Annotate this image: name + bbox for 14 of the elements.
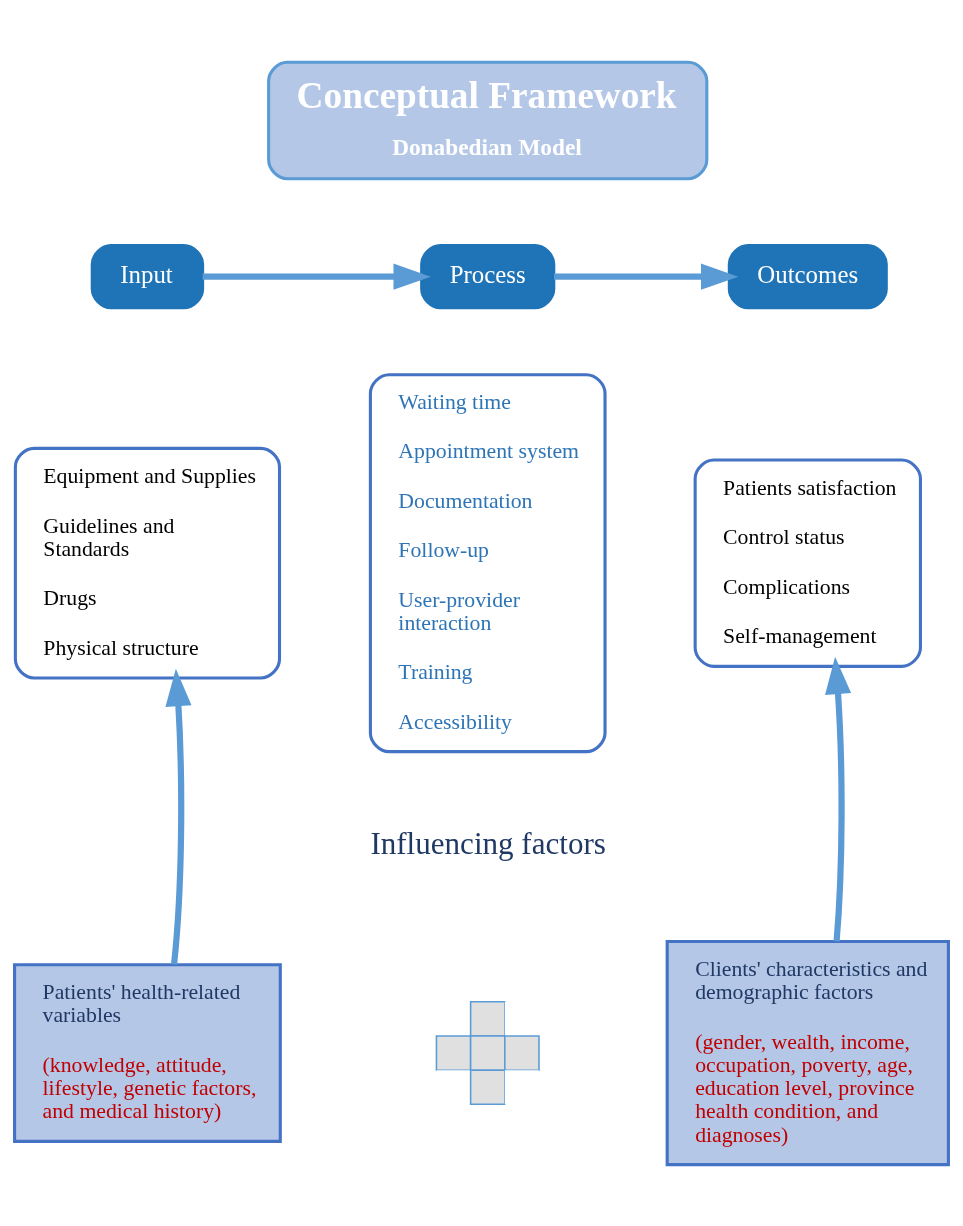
label: Influencing factors <box>370 825 606 861</box>
node-box: Outcomes <box>727 243 888 309</box>
arrow <box>554 263 739 290</box>
node-box: Patients' health-related variables (knowledge, attitude, lifestyle, genetic factors, and medical history) <box>13 962 282 1143</box>
arrow <box>165 668 192 965</box>
node-box: Waiting time Appointment system Documentation Follow-up User-provider interaction Training Accessibility <box>368 372 607 753</box>
node-box: Input <box>90 243 205 309</box>
node-box: Clients' characteristics and demographic factors (gender, wealth, income, occupation, poverty, age, education level, province health condition, and diagnoses) <box>665 939 950 1166</box>
node-box: Conceptual Framework Donabedian Model <box>267 60 709 180</box>
node-box: Process <box>420 243 556 309</box>
node-box: Patients satisfaction Control status Complications Self-management <box>693 457 922 668</box>
arrow <box>202 263 431 290</box>
arrow <box>825 656 852 941</box>
node-box: Equipment and Supplies Guidelines and Standards Drugs Physical structure <box>13 446 282 680</box>
